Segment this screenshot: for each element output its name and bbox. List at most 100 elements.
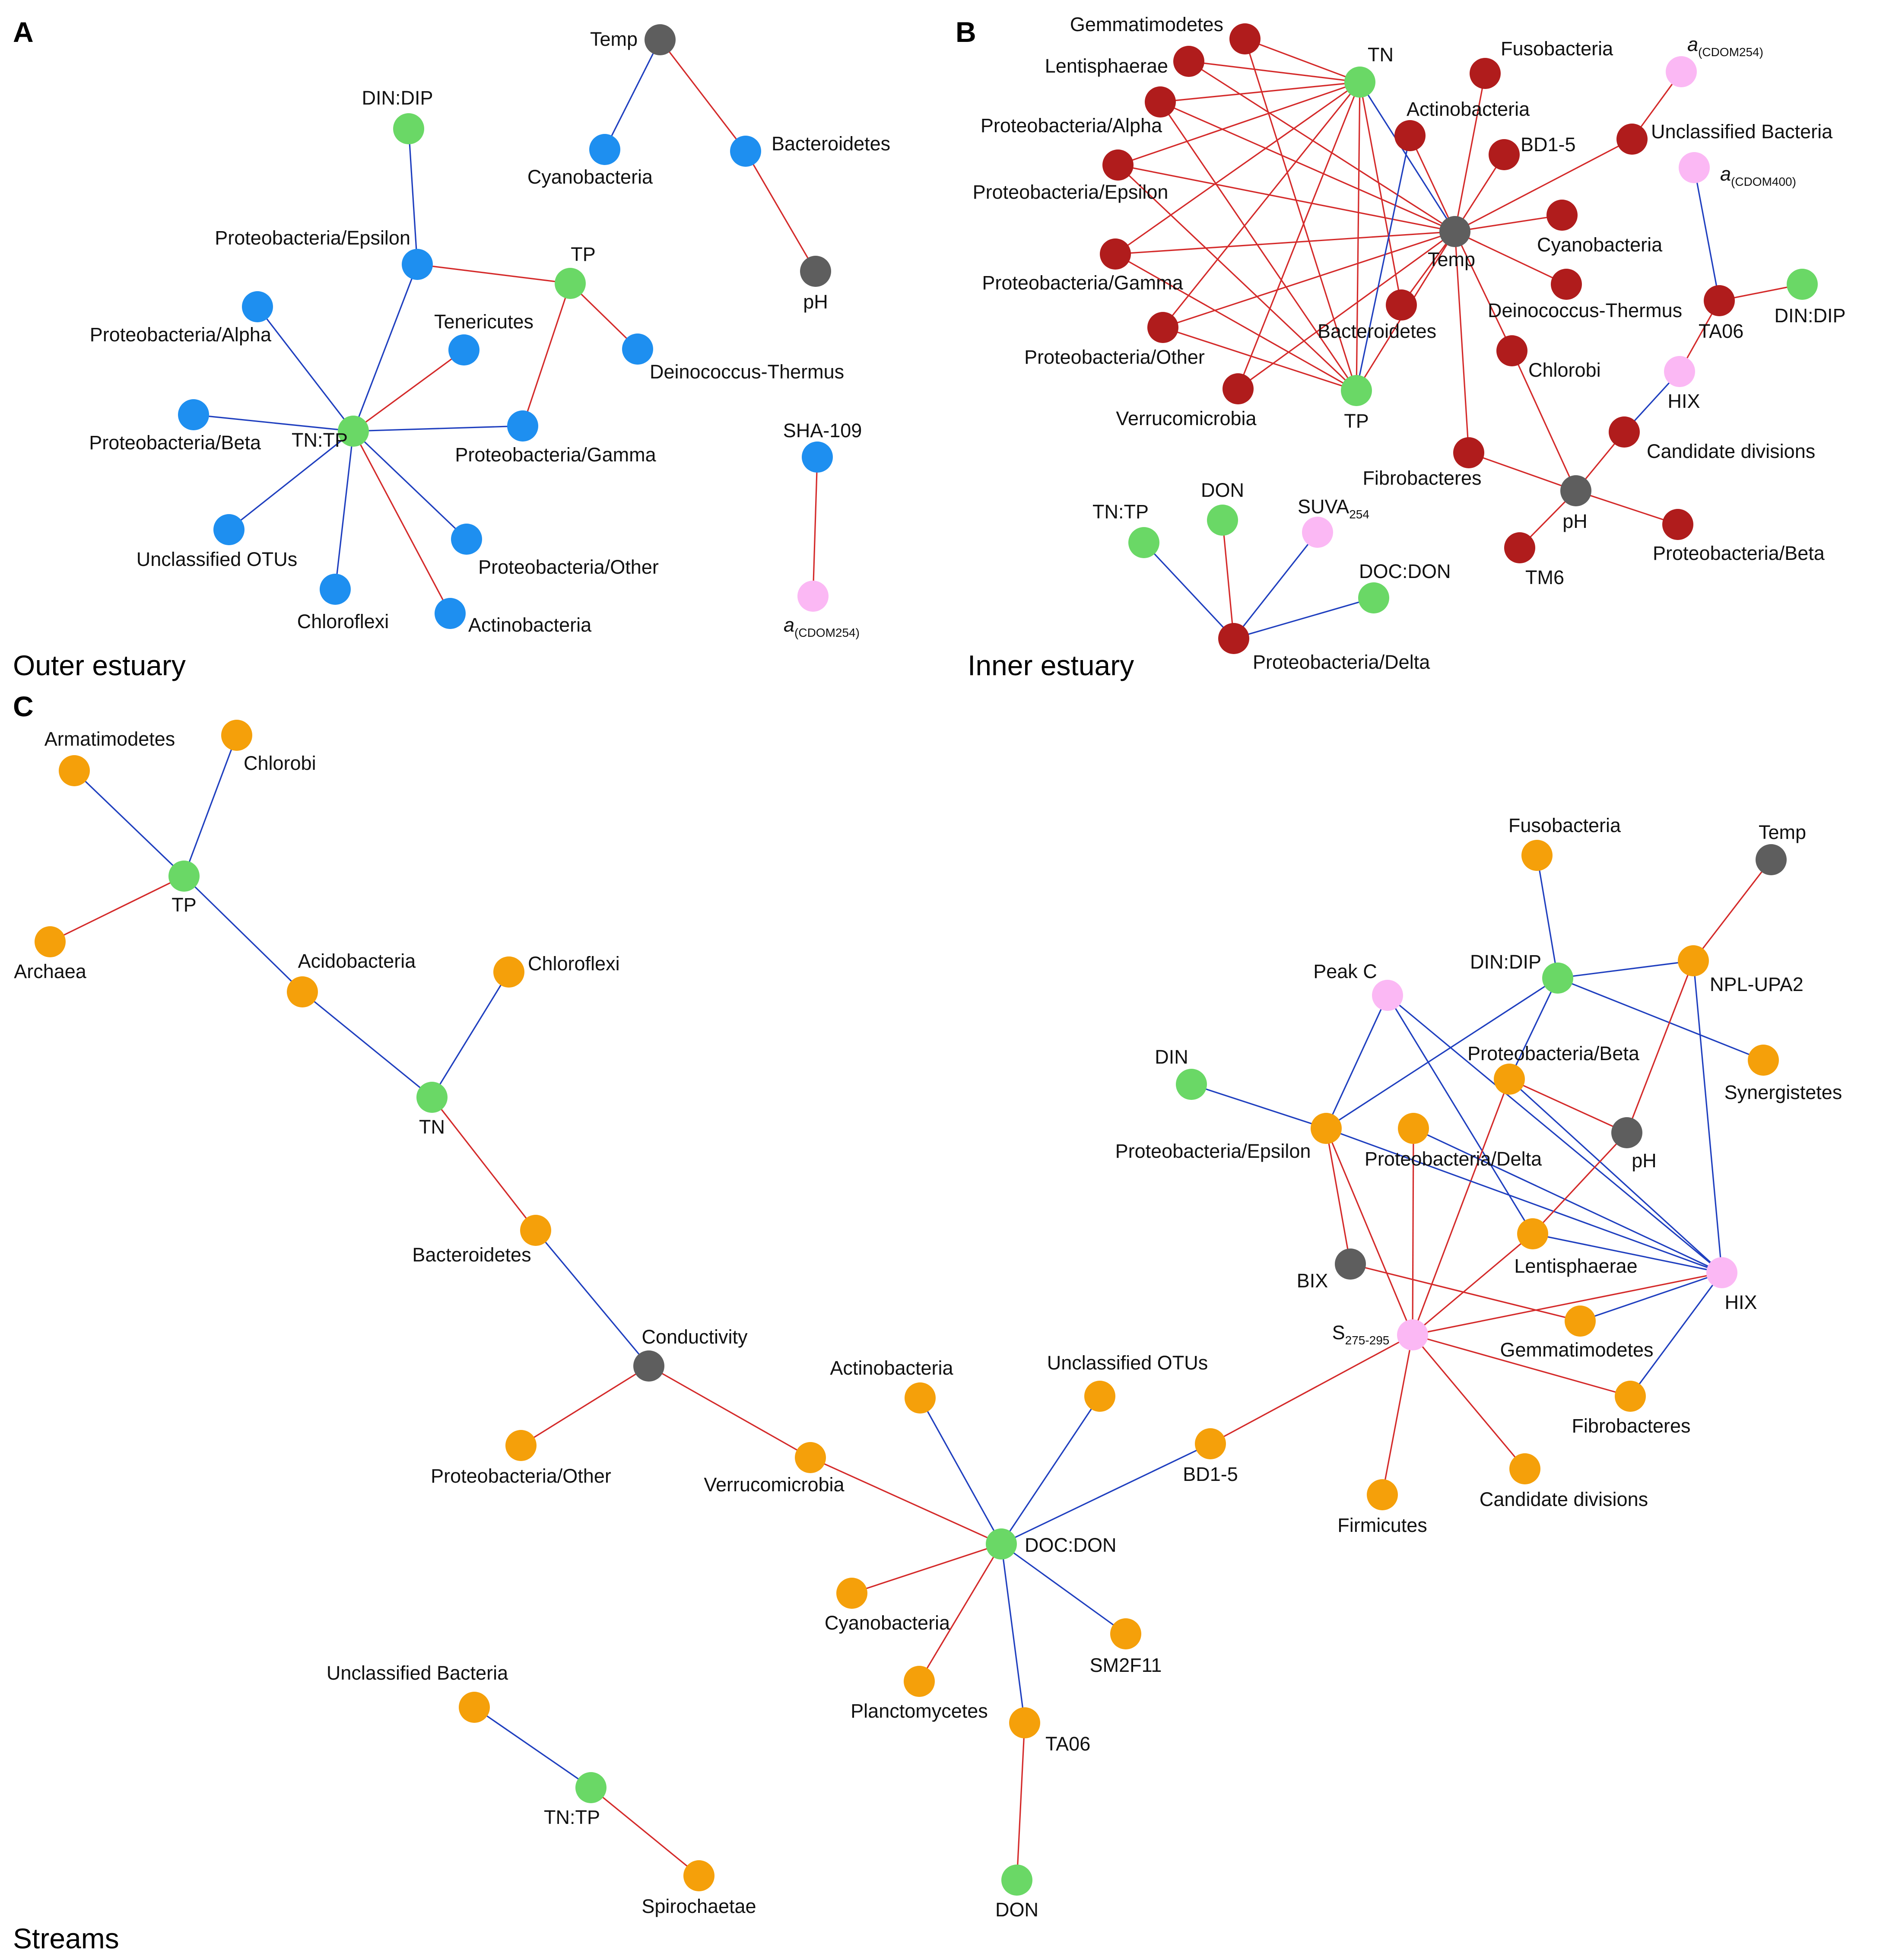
panel-c-edge-fuso-dindip [1536, 855, 1559, 978]
panel-c-node-acido [287, 976, 318, 1007]
panel-b-label-text-ph: pH [1562, 510, 1588, 532]
panel-b-label-text-ta06: TA06 [1699, 320, 1743, 342]
panel-c-node-armati [59, 755, 90, 786]
panel-c-label-text-pdelta: Proteobacteria/Delta [1365, 1148, 1542, 1170]
panel-c-edge-s275-fibro [1412, 1334, 1631, 1397]
panel-b-label-suva254: SUVA254 [1298, 496, 1369, 521]
panel-c-edge-pdelta-hix [1413, 1128, 1722, 1274]
panel-a-label-text-pepsilon: Proteobacteria/Epsilon [215, 227, 410, 249]
panel-b-node-palpha [1145, 86, 1176, 118]
panel-c-node-pother [505, 1430, 537, 1461]
panel-b-label-pepsilon: Proteobacteria/Epsilon [973, 181, 1169, 203]
panel-b-label-pdelta: Proteobacteria/Delta [1253, 651, 1430, 673]
panel-b-node-dindip [1787, 269, 1818, 300]
panel-b-label-text-lenti: Lentisphaerae [1045, 55, 1168, 77]
panel-c-label-conductivity: Conductivity [641, 1326, 748, 1348]
panel-c-label-text-dindip: DIN:DIP [1470, 951, 1541, 973]
panel-a-label-text-unclotus: Unclassified OTUs [137, 548, 298, 570]
panel-c-edge-tp-acido [183, 875, 303, 993]
panel-b-edge-lenti-tn [1188, 60, 1360, 83]
panel-c-label-sub-s275: 275-295 [1345, 1334, 1390, 1347]
panel-a-node-deino [622, 334, 653, 365]
panel-c-label-text-temp: Temp [1759, 821, 1806, 843]
panel-c-label-text-ph: pH [1632, 1150, 1657, 1172]
panel-b-edge-pepsilon-tp [1117, 164, 1357, 391]
panel-c-label-hix: HIX [1724, 1291, 1757, 1313]
panel-b-node-lenti [1173, 46, 1204, 77]
panel-c-label-tntp: TN:TP [544, 1806, 600, 1828]
panel-c-edge-conductivity-pother [521, 1365, 649, 1446]
panel-a-label-text-deino: Deinococcus-Thermus [650, 361, 844, 383]
panel-a-node-tenericutes [448, 334, 479, 365]
panel-c-edge-lenti-hix [1532, 1233, 1722, 1274]
panel-c-node-bix [1335, 1248, 1366, 1280]
panel-b-edge-actino-temp [1409, 135, 1456, 232]
panel-b-edge-pepsilon-temp [1118, 164, 1455, 232]
panel-b-node-chlorobi [1496, 335, 1527, 366]
panel-c-label-text-peakc: Peak C [1313, 960, 1377, 982]
panel-c-node-peakc [1372, 980, 1403, 1011]
panel-c-letter: C [13, 690, 34, 722]
panel-c-edge-acido-tn [302, 991, 433, 1098]
panel-a-label-tp: TP [571, 243, 596, 265]
panel-c-edge-dindip-pbeta [1508, 978, 1559, 1080]
panel-a-edges [193, 39, 818, 614]
panel-a-label-bacteroidetes: Bacteroidetes [772, 133, 890, 155]
panel-c-label-bacteroidetes: Bacteroidetes [412, 1244, 531, 1266]
panel-a-label-unclotus: Unclassified OTUs [137, 548, 298, 570]
panel-b-label-pbeta: Proteobacteria/Beta [1653, 542, 1825, 564]
panel-c-node-archaea [35, 926, 66, 957]
panel-a-label-sha109: SHA-109 [783, 419, 862, 442]
panel-c-label-text-verruco: Verrucomicrobia [704, 1474, 845, 1496]
panel-b-edge-temp-fibro [1454, 231, 1470, 453]
panel-a-label-pepsilon: Proteobacteria/Epsilon [215, 227, 410, 249]
panel-a-label-pgamma: Proteobacteria/Gamma [455, 444, 656, 466]
panel-b-label-acdom400: a(CDOM400) [1720, 163, 1796, 188]
panel-c-label-cyano: Cyanobacteria [825, 1612, 950, 1634]
panel-a-label-dindip: DIN:DIP [362, 87, 433, 109]
panel-b-edge-pother-temp [1162, 231, 1455, 328]
panel-c-label-pdelta: Proteobacteria/Delta [1365, 1148, 1542, 1170]
panel-c-label-text-firmi: Firmicutes [1337, 1514, 1427, 1536]
panel-c-edge-hix-s275 [1412, 1272, 1722, 1336]
panel-b-label-text-fuso: Fusobacteria [1501, 38, 1613, 60]
panel-c-edge-temp-nplupa2 [1692, 859, 1772, 961]
panel-c-edge-docdon-sm2f11 [1001, 1543, 1126, 1635]
panel-c-label-docdon: DOC:DON [1025, 1534, 1117, 1556]
panel-b-label-text-gemma: Gemmatimodetes [1070, 13, 1223, 35]
panel-a-edge-tntp-unclotus [229, 430, 354, 531]
panel-c-node-ta06 [1009, 1707, 1040, 1738]
panel-a-label-text-actino: Actinobacteria [468, 614, 592, 636]
panel-b-node-don [1207, 505, 1238, 536]
panel-c-node-verruco [795, 1442, 826, 1473]
panel-c-edge-chloroflexi-tn [431, 972, 510, 1098]
panel-c-label-text-plancto: Planctomycetes [851, 1700, 988, 1722]
panel-c-edge-pepsilon-hix [1326, 1128, 1722, 1274]
panel-b-label-text-verruco: Verrucomicrobia [1116, 407, 1257, 429]
panel-c-edge-docdon-plancto [918, 1544, 1002, 1682]
panel-b-label-sub-acdom400: (CDOM400) [1731, 175, 1796, 188]
panel-c-label-armati: Armatimodetes [44, 728, 175, 750]
panel-c-edge-lenti-s275 [1412, 1233, 1534, 1336]
panel-b-edge-acdom400-ta06 [1693, 167, 1720, 301]
panel-c-label-text-hix: HIX [1724, 1291, 1757, 1313]
panel-a-label-text-palpha: Proteobacteria/Alpha [90, 324, 272, 346]
panel-a-label-text-dindip: DIN:DIP [362, 87, 433, 109]
panel-b-node-ta06 [1704, 285, 1735, 316]
panel-a-label-text-pother: Proteobacteria/Other [478, 556, 659, 578]
panel-c-label-tp: TP [171, 894, 197, 916]
panel-c-edge-din-pepsilon [1191, 1083, 1327, 1129]
panel-b-label-text-docdon: DOC:DON [1359, 560, 1451, 582]
panel-b-edges [1115, 38, 1803, 639]
panel-c-label-nplupa2: NPL-UPA2 [1710, 973, 1804, 995]
panel-a-label-text-pgamma: Proteobacteria/Gamma [455, 444, 656, 466]
panel-a: A Outer estuary TempCyanobacteriaBactero… [13, 16, 890, 681]
panel-a-edge-bacteroidetes-ph [745, 151, 816, 272]
panel-c: C Streams ArmatimodetesChlorobiTPArchaea… [13, 690, 1842, 1954]
panel-c-label-pother: Proteobacteria/Other [431, 1465, 611, 1487]
panel-b-label-text-chlorobi: Chlorobi [1528, 359, 1601, 381]
panel-b-edge-lenti-temp [1188, 60, 1455, 232]
panel-b-node-bacteroidetes [1386, 289, 1417, 321]
panel-b-label-dindip: DIN:DIP [1774, 305, 1845, 327]
